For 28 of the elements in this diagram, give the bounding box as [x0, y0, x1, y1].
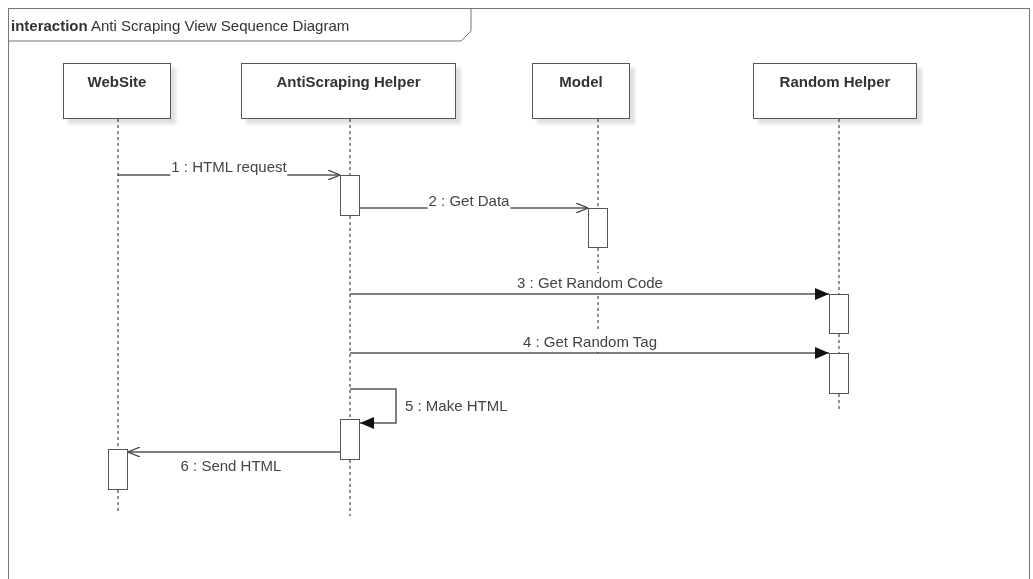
lifeline [349, 459, 351, 517]
lifeline-name: WebSite [87, 72, 147, 92]
message-arrow [349, 388, 397, 429]
activation-bar [829, 353, 849, 394]
message-arrow [349, 288, 830, 300]
interaction-frame [8, 8, 1030, 579]
lifeline-head-box [753, 63, 917, 119]
frame-title: interaction Anti Scraping View Sequence Diagram [11, 16, 350, 36]
message-arrow [127, 446, 341, 458]
lifeline [349, 118, 351, 176]
activation-bar [340, 175, 360, 216]
activation-bar [108, 449, 128, 490]
lifeline [349, 215, 351, 420]
lifeline-name: AntiScraping Helper [276, 72, 421, 92]
message-label: 4 : Get Random Tag [522, 332, 658, 352]
activation-bar [340, 419, 360, 460]
lifeline-name: Model [559, 72, 603, 92]
message-label: 3 : Get Random Code [516, 273, 664, 293]
lifeline [117, 489, 119, 512]
lifeline-name: Random Helper [779, 72, 891, 92]
lifeline-head-box [532, 63, 630, 119]
activation-bar [588, 208, 608, 248]
lifeline [838, 393, 840, 412]
message-arrow [349, 347, 830, 359]
activation-bar [829, 294, 849, 334]
lifeline-head-box [63, 63, 171, 119]
lifeline [597, 118, 599, 209]
lifeline-head-box [241, 63, 456, 119]
